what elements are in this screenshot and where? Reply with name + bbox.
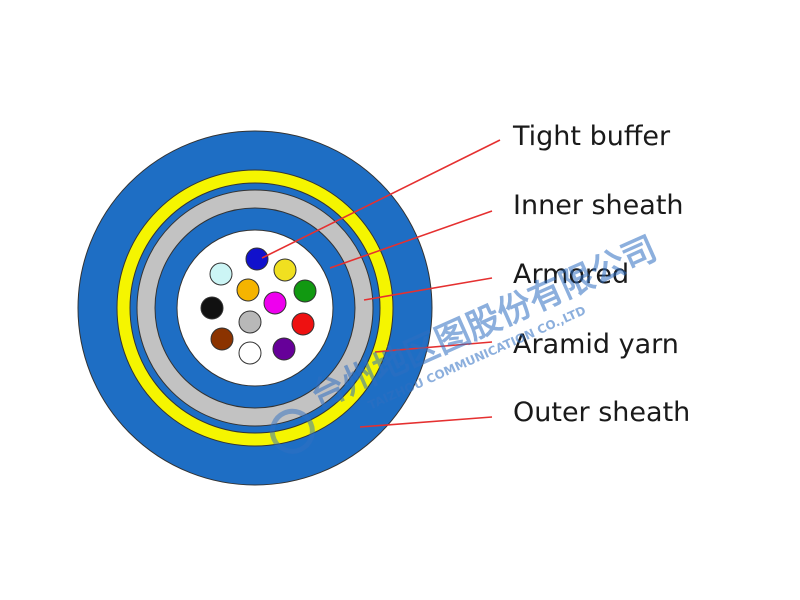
fiber-orange [236,278,260,302]
leader-line-tight-buffer [261,139,501,259]
fiber-brown [210,327,234,351]
fiber-magenta [263,291,287,315]
leader-line-inner-sheath [329,210,493,269]
label-inner-sheath: Inner sheath [513,190,684,221]
watermark-logo-icon [269,408,315,454]
fiber-yellow [273,258,297,282]
fiber-gray [238,310,262,334]
label-aramid-yarn: Aramid yarn [513,329,679,360]
label-outer-sheath: Outer sheath [513,397,690,428]
label-armored: Armored [513,259,629,290]
fiber-red [291,312,315,336]
fiber-light-cyan [209,262,233,286]
label-tight-buffer: Tight buffer [512,121,671,152]
fiber-black [200,296,224,320]
fiber-violet [272,337,296,361]
leader-line-aramid-yarn [374,341,493,353]
leader-line-armored [363,277,493,301]
fiber-green [293,279,317,303]
fiber-white [238,341,262,365]
leader-line-outer-sheath [359,416,493,428]
fiber-blue [245,247,269,271]
